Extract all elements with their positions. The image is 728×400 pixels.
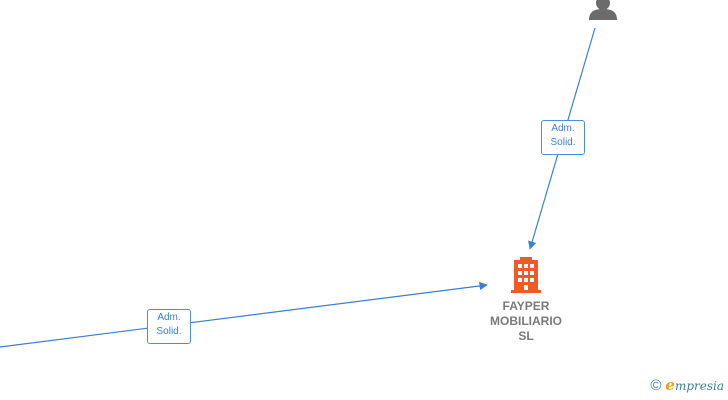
company-name-line-3: SL — [518, 329, 534, 343]
copyright-symbol: © — [650, 376, 662, 394]
edge-left-to-company — [0, 281, 488, 348]
brand-name: mpresia — [674, 379, 724, 393]
building-icon — [511, 257, 541, 293]
role-line-1: Adm. — [551, 123, 575, 134]
brand-initial: e — [665, 376, 675, 394]
brand-logo: empresia — [665, 376, 724, 394]
company-name-line-1: FAYPER — [502, 299, 550, 313]
company-name: FAYPER MOBILIARIO SL — [474, 299, 578, 344]
company-name-line-2: MOBILIARIO — [490, 314, 562, 328]
role-line-2: Solid. — [156, 326, 182, 337]
company-node[interactable]: FAYPER MOBILIARIO SL — [474, 256, 578, 344]
person-icon[interactable] — [587, 0, 619, 27]
role-line-1: Adm. — [157, 312, 181, 323]
role-line-2: Solid. — [550, 137, 576, 148]
edge-label-person-role[interactable]: Adm. Solid. — [541, 120, 585, 155]
edge-label-left-role[interactable]: Adm. Solid. — [147, 309, 191, 344]
brand-watermark: © empresia — [650, 376, 724, 394]
